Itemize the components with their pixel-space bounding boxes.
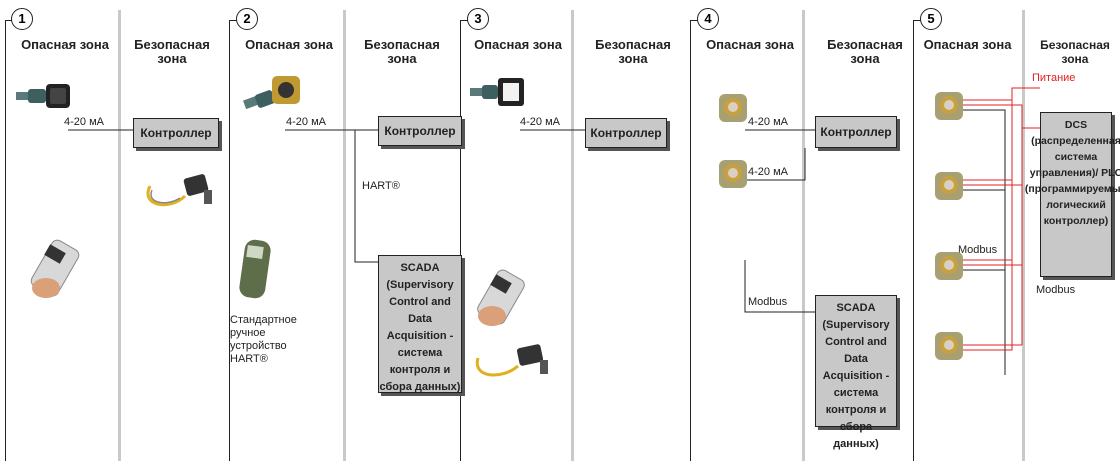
panel-number: 4 [697,8,719,30]
modbus-label: Modbus [1036,284,1076,296]
panel-border-tick [460,20,468,21]
panel-number: 3 [467,8,489,30]
hazardous-zone-heading: Опасная зона [245,37,333,52]
controller-box: Контроллер [378,116,462,146]
controller-box: Контроллер [815,116,897,148]
gas-detector-icon [719,160,747,188]
power-label: Питание [1032,72,1076,84]
zone-separator [802,10,805,461]
panel-border-tick [690,20,698,21]
panel-border-tick [5,20,13,21]
panel-number: 1 [11,8,33,30]
zone-separator [118,10,121,461]
zone-separator [343,10,346,461]
handheld-communicator-icon [477,269,525,326]
controller-box: Контроллер [585,118,667,148]
transmitter-icon [470,78,524,106]
safe-zone-heading: Безопасная зона [595,37,671,66]
gas-detector-icon [935,172,963,200]
panel-border [460,20,461,461]
modbus-label: Modbus [748,296,788,308]
panel-number: 5 [920,8,942,30]
panel-border [690,20,691,461]
sensor-cable-icon [475,344,548,377]
gas-detector-icon [935,332,963,360]
signal-label: 4-20 мА [64,116,104,128]
transmitter-icon [243,76,300,110]
signal-label: 4-20 мА [748,166,788,178]
handheld-communicator-icon [239,239,271,299]
panel-border-tick [913,20,921,21]
controller-box: Контроллер [133,118,219,148]
safe-zone-heading: Безопасная зона [134,37,210,66]
hazardous-zone-heading: Опасная зона [706,37,794,52]
zone-separator [571,10,574,461]
handheld-communicator-icon [30,239,80,298]
zone-separator [1022,10,1025,461]
hazardous-zone-heading: Опасная зона [474,37,562,52]
gas-detector-icon [935,252,963,280]
panel-border [913,20,914,461]
signal-label: 4-20 мА [520,116,560,128]
panel-number: 2 [236,8,258,30]
scada-box: SCADA (Supervisory Control and Data Acqu… [378,255,462,393]
dcs-plc-box: DCS (распределенная система управления)/… [1025,112,1120,277]
safe-zone-heading: Безопасная зона [1040,38,1110,66]
safe-zone-heading: Безопасная зона [827,37,903,66]
gas-detector-icon [719,94,747,122]
panel-border [229,20,230,461]
hazardous-zone-heading: Опасная зона [923,37,1012,52]
hazardous-zone-heading: Опасная зона [21,37,109,52]
signal-label: 4-20 мА [748,116,788,128]
modbus-label: Modbus [958,244,998,256]
scada-box: SCADA (Supervisory Control and Data Acqu… [815,295,897,450]
signal-label: 4-20 мА [286,116,326,128]
panel-border [5,20,6,461]
panel-border-tick [229,20,237,21]
sensor-cable-icon [146,174,212,207]
hart-label: HART® [362,180,400,192]
gas-detector-icon [935,92,963,120]
hart-device-caption: Стандартное ручное устройство HART® [230,314,297,365]
transmitter-icon [16,84,70,108]
safe-zone-heading: Безопасная зона [364,37,440,66]
